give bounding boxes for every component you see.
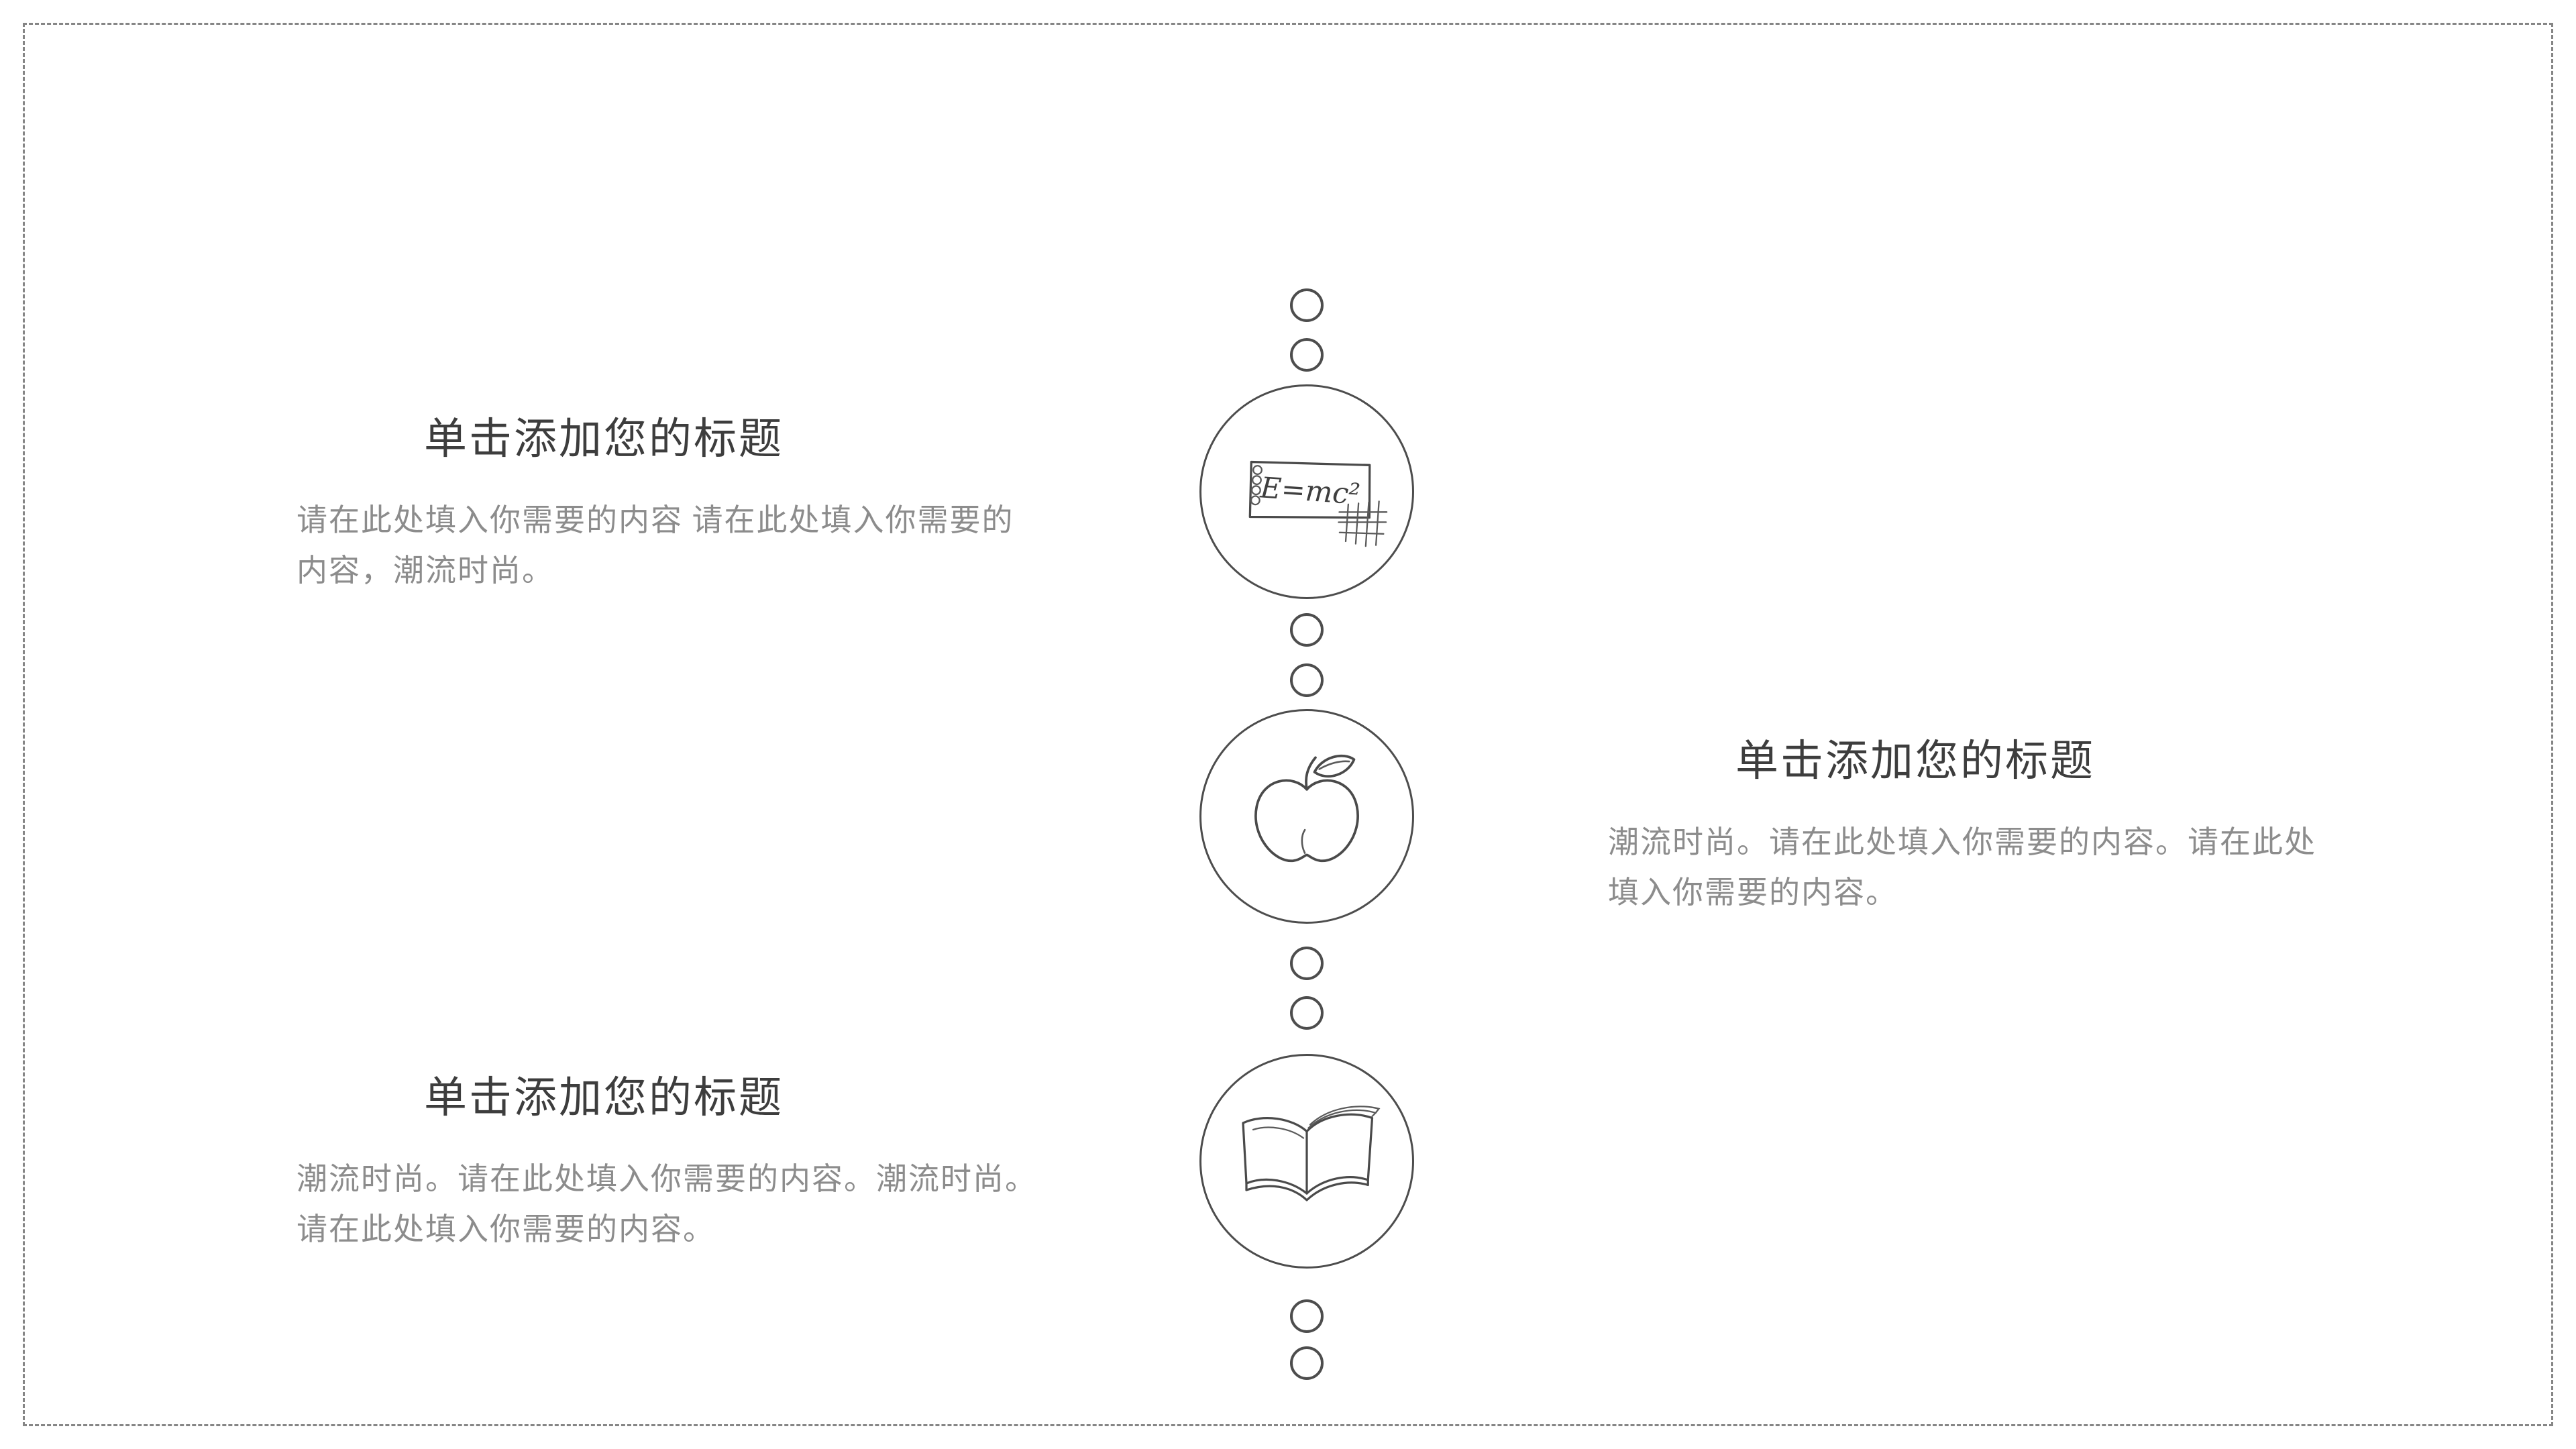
block-2-body[interactable]: 潮流时尚。请在此处填入你需要的内容。请在此处 填入你需要的内容。 xyxy=(1608,825,2316,910)
timeline-dot xyxy=(1290,613,1324,647)
timeline-node-apple[interactable] xyxy=(1199,709,1414,924)
text-block-1: 单击添加您的标题 请在此处填入你需要的内容 请在此处填入你需要的 内容，潮流时尚… xyxy=(297,415,1169,596)
block-3-title[interactable]: 单击添加您的标题 xyxy=(424,1074,784,1122)
block-2-title[interactable]: 单击添加您的标题 xyxy=(1735,737,2095,785)
timeline-dot xyxy=(1290,288,1324,322)
timeline-dot xyxy=(1290,338,1324,372)
timeline-dot xyxy=(1290,947,1324,980)
apple-icon xyxy=(1254,754,1359,863)
text-block-2: 单击添加您的标题 潮流时尚。请在此处填入你需要的内容。请在此处 填入你需要的内容… xyxy=(1608,737,2480,918)
timeline-dot xyxy=(1290,996,1324,1030)
formula-note-icon: E=mc² xyxy=(1248,460,1388,547)
timeline-dot xyxy=(1290,1299,1324,1333)
block-1-title[interactable]: 单击添加您的标题 xyxy=(424,415,784,463)
block-1-body[interactable]: 请在此处填入你需要的内容 请在此处填入你需要的 内容，潮流时尚。 xyxy=(297,503,1014,588)
open-book-icon xyxy=(1242,1105,1381,1201)
timeline-node-formula[interactable]: E=mc² xyxy=(1199,384,1414,599)
block-3-body[interactable]: 潮流时尚。请在此处填入你需要的内容。潮流时尚。 请在此处填入你需要的内容。 xyxy=(297,1162,1037,1246)
timeline-dot xyxy=(1290,663,1324,697)
timeline-node-book[interactable] xyxy=(1199,1054,1414,1269)
formula-text: E=mc² xyxy=(1258,471,1361,511)
timeline-dot xyxy=(1290,1346,1324,1380)
text-block-3: 单击添加您的标题 潮流时尚。请在此处填入你需要的内容。潮流时尚。 请在此处填入你… xyxy=(297,1073,1169,1254)
